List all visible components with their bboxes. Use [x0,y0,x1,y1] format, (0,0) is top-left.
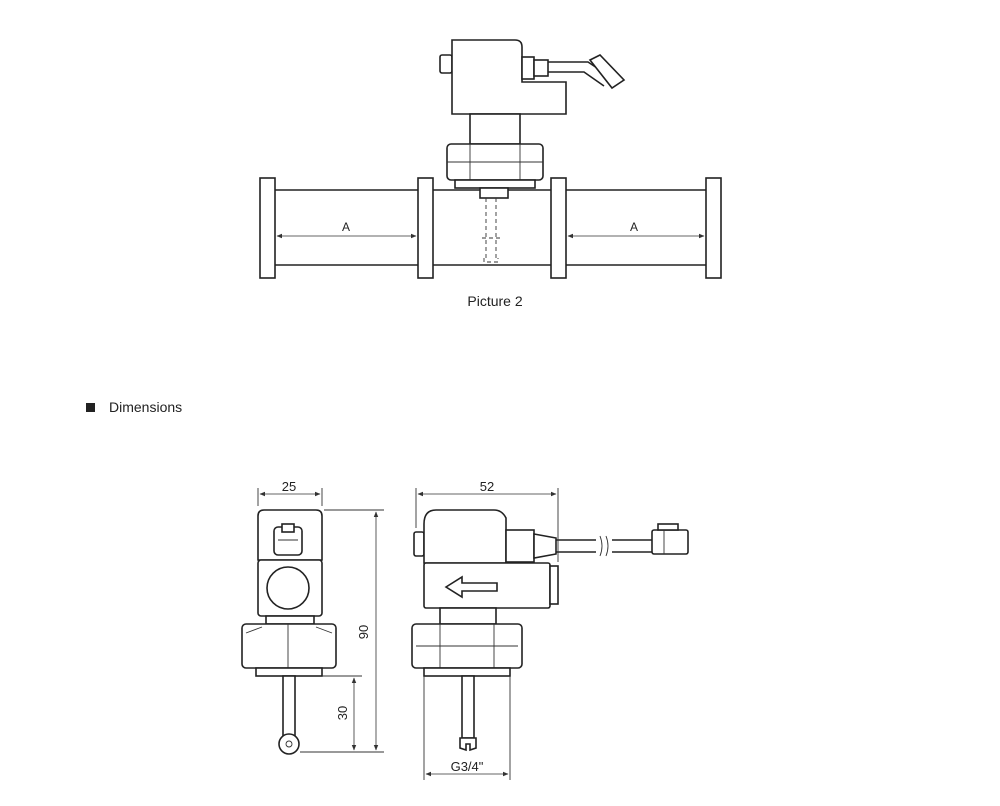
flow-switch-nut [446,113,544,199]
rj-plug-icon [651,529,689,555]
dimension-a-left: A [276,220,417,239]
square-bullet-icon [86,402,95,412]
dimension-a-left-label: A [342,220,350,234]
installation-diagram: A A [259,39,722,279]
flow-switch-probe [482,198,500,263]
pipe-flanges [259,177,722,279]
dimensions-heading: Dimensions [86,399,182,415]
picture-caption: Picture 2 [467,293,523,309]
dimension-a-right-label: A [630,220,638,234]
flow-switch-head [439,39,626,115]
front-height-label: 90 [356,625,371,639]
front-width-label: 25 [282,479,296,494]
side-width-label: 52 [480,479,494,494]
flow-direction-arrow-icon [444,575,498,599]
side-thread-label: G3/4" [451,759,484,774]
front-probe-label: 30 [335,706,350,720]
dimension-a-right: A [567,220,705,239]
pipe [275,189,706,266]
side-view: 52 G3/4" [411,479,689,780]
front-view: 25 90 30 [241,479,384,755]
dimensions-heading-text: Dimensions [109,399,183,415]
